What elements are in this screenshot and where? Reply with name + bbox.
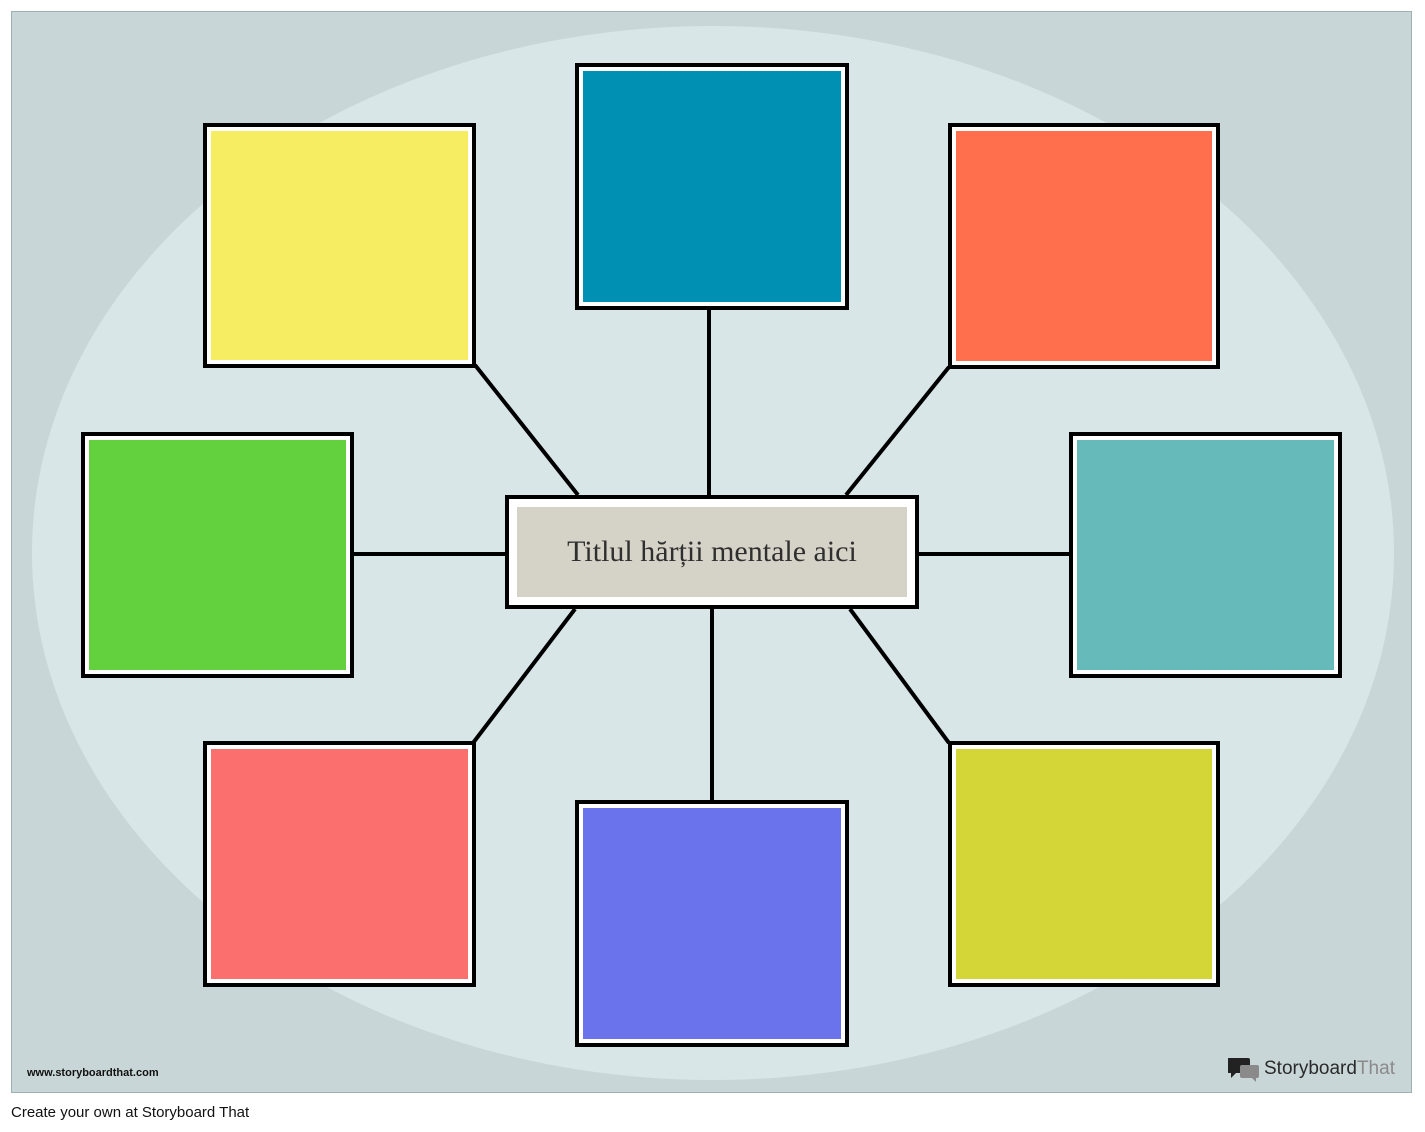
node-bottom-right[interactable] (948, 741, 1220, 987)
node-bottom-left[interactable] (203, 741, 476, 987)
node-bottom-right-fill (956, 749, 1212, 979)
brand-name: StoryboardThat (1264, 1058, 1395, 1080)
node-right[interactable] (1069, 432, 1342, 678)
connector-lines (353, 308, 1071, 803)
node-top[interactable] (575, 63, 849, 310)
connector-bottom-right (848, 607, 951, 745)
node-top-left-fill (211, 131, 468, 360)
footer-link[interactable]: Create your own at Storyboard That (11, 1104, 250, 1121)
speech-bubbles-icon (1228, 1058, 1259, 1082)
node-left-fill (89, 440, 346, 670)
node-top-right[interactable] (948, 123, 1220, 369)
mind-map-canvas: Titlul hărții mentale aici www.storyboar… (11, 11, 1412, 1093)
node-bottom-fill (583, 808, 841, 1039)
brand-bold: Storyboard (1264, 1058, 1357, 1079)
central-node[interactable]: Titlul hărții mentale aici (505, 495, 919, 609)
central-node-fill: Titlul hărții mentale aici (517, 507, 907, 597)
node-left[interactable] (81, 432, 354, 678)
storyboardthat-logo: StoryboardThat (1228, 1056, 1395, 1082)
brand-light: That (1356, 1058, 1395, 1079)
connector-top-left (473, 363, 580, 497)
connector-top-right (844, 365, 951, 497)
node-bottom-left-fill (211, 749, 468, 979)
node-top-fill (583, 71, 841, 302)
node-bottom[interactable] (575, 800, 849, 1047)
node-top-left[interactable] (203, 123, 476, 368)
watermark-url: www.storyboardthat.com (27, 1067, 159, 1079)
node-top-right-fill (956, 131, 1212, 361)
mind-map-title: Titlul hărții mentale aici (567, 535, 857, 568)
node-right-fill (1077, 440, 1334, 670)
connector-bottom-left (471, 607, 577, 745)
